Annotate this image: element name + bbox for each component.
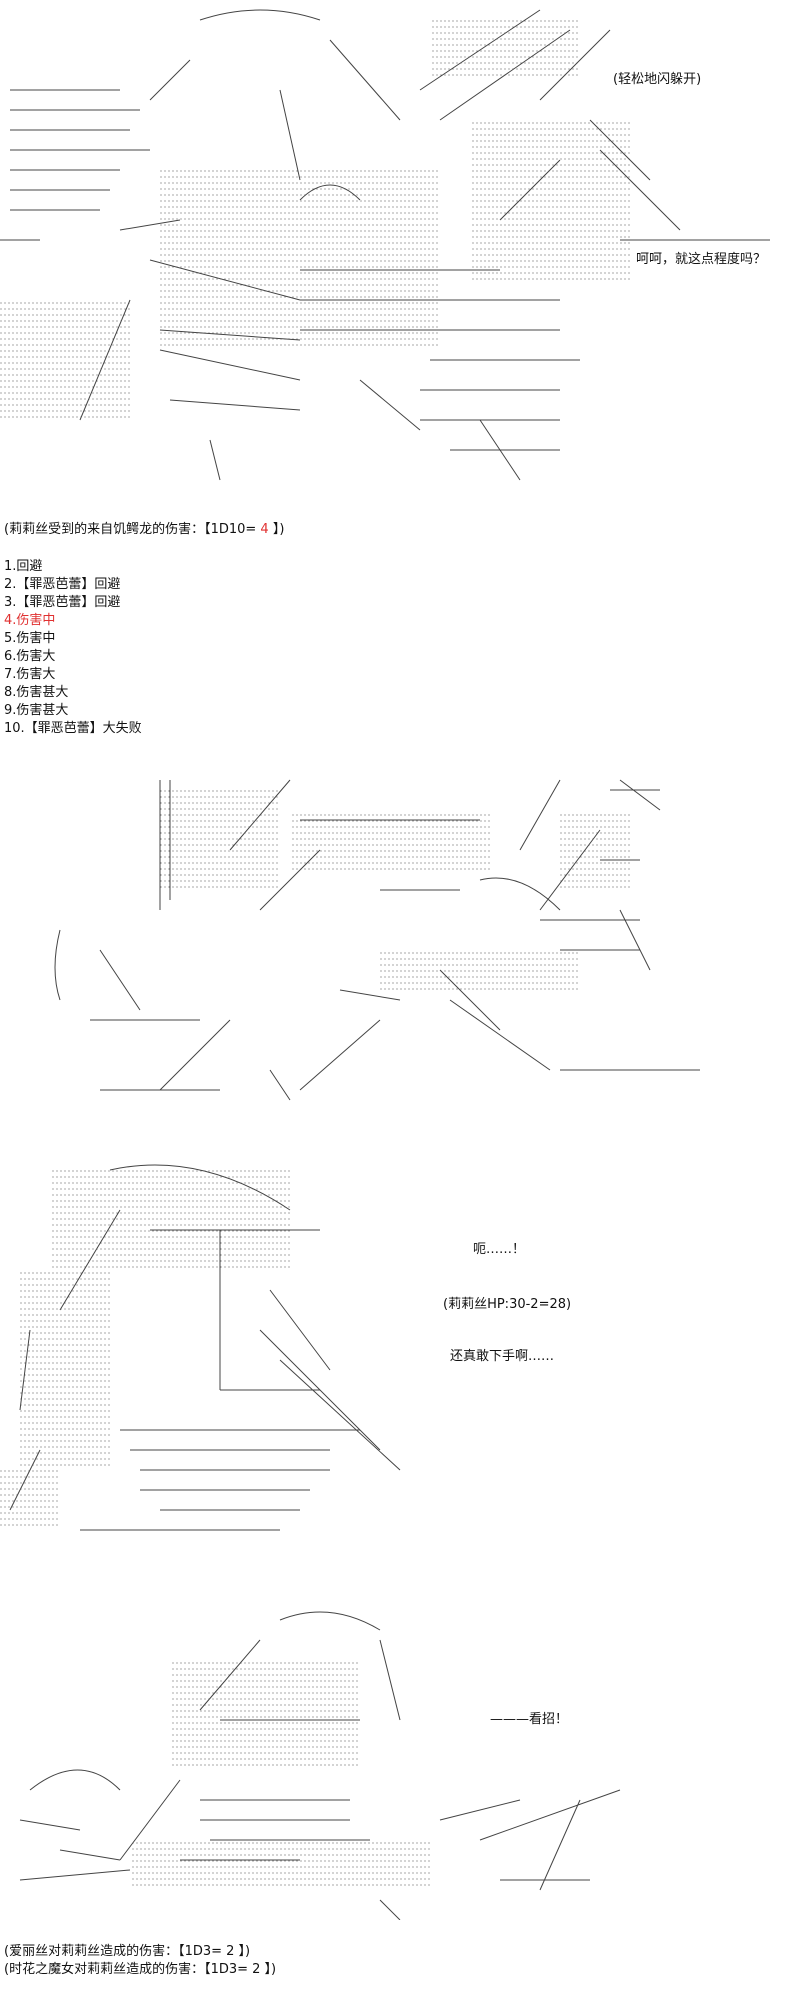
taunt-dialogue: 呵呵，就这点程度吗？ bbox=[636, 252, 767, 267]
roll-outcome-list: 1.回避 2.【罪恶芭蕾】回避 3.【罪恶芭蕾】回避 4.伤害中 5.伤害中 6… bbox=[4, 558, 142, 738]
remark-dialogue: 还真敢下手啊…… bbox=[450, 1349, 555, 1364]
roll-outcome-item: 9.伤害甚大 bbox=[4, 703, 69, 718]
damage-result-alice: (爱丽丝对莉莉丝造成的伤害：【1D3= 2 】) bbox=[4, 1944, 251, 1959]
hp-status: (莉莉丝HP:30-2=28) bbox=[443, 1297, 572, 1312]
roll-outcome-item: 3.【罪恶芭蕾】回避 bbox=[4, 595, 121, 610]
roll-outcome-item: 5.伤害中 bbox=[4, 631, 56, 646]
damage-result-witch: (时花之魔女对莉莉丝造成的伤害：【1D3= 2 】) bbox=[4, 1962, 277, 1977]
ascii-art-dodge-scene bbox=[0, 0, 800, 500]
ascii-art-lilith-hurt bbox=[0, 1150, 420, 1540]
roll-outcome-item: 2.【罪恶芭蕾】回避 bbox=[4, 577, 121, 592]
dodge-caption: (轻松地闪躲开) bbox=[613, 72, 702, 87]
ascii-art-alice-attack bbox=[0, 1600, 800, 1920]
roll-value: 4 bbox=[260, 522, 269, 537]
roll-outcome-item: 1.回避 bbox=[4, 559, 43, 574]
attack-dialogue: ———看招！ bbox=[490, 1712, 569, 1727]
roll-outcome-item: 6.伤害大 bbox=[4, 649, 56, 664]
roll-header: (莉莉丝受到的来自饥鳄龙的伤害：【1D10= 4 】) bbox=[4, 521, 284, 539]
roll-outcome-item: 8.伤害甚大 bbox=[4, 685, 69, 700]
roll-outcome-item: 7.伤害大 bbox=[4, 667, 56, 682]
groan-dialogue: 呃……！ bbox=[473, 1242, 526, 1257]
roll-header-suffix: 】) bbox=[268, 522, 285, 537]
ascii-art-crocodile-attack bbox=[0, 770, 800, 1120]
roll-outcome-item-selected: 4.伤害中 bbox=[4, 613, 56, 628]
roll-outcome-item: 10.【罪恶芭蕾】大失败 bbox=[4, 721, 142, 736]
roll-header-prefix: (莉莉丝受到的来自饥鳄龙的伤害：【1D10= bbox=[4, 522, 261, 537]
